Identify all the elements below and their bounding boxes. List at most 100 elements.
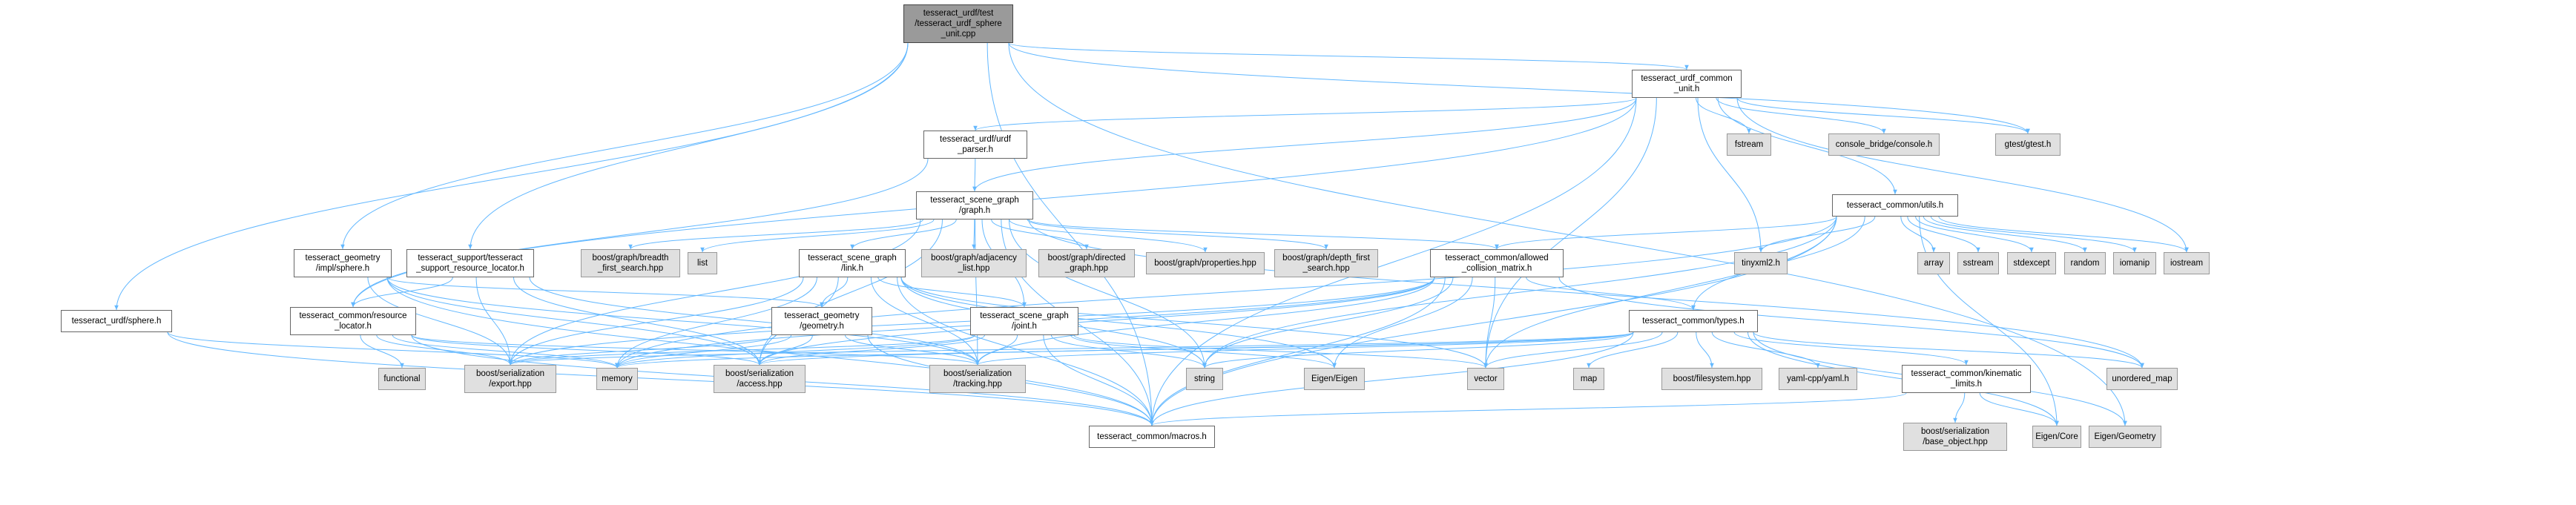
node-gtest[interactable]: gtest/gtest.h [1995,133,2061,156]
edge-link-to-export [508,277,804,366]
node-vector[interactable]: vector [1467,368,1504,390]
node-urdf-sphere[interactable]: tesseract_urdf/sphere.h [61,310,172,332]
edge-acm-to-macros [1150,277,1446,426]
edge-acm-to-eigen [1332,277,1473,369]
edge-utils-to-tinyxml [1759,216,1876,253]
node-memory[interactable]: memory [596,368,638,390]
edge-acm-to-vector [1483,277,1496,369]
edge-utils-to-iomanip [1930,216,2137,253]
edge-urdf_sphere-to-macros [167,331,1154,426]
edge-link-to-joint [877,277,1027,308]
edge-root-to-common_unit [1008,42,1689,70]
node-boost-base-object[interactable]: boost/serialization /base_object.hpp [1903,423,2007,451]
node-tinyxml2[interactable]: tinyxml2.h [1734,252,1788,274]
node-boost-properties[interactable]: boost/graph/properties.hpp [1146,252,1265,274]
node-geometry-sphere[interactable]: tesseract_geometry /impl/sphere.h [294,249,392,277]
node-unordered-map[interactable]: unordered_map [2106,368,2178,390]
edge-utils-to-acm [1495,216,1837,250]
node-eigen-core[interactable]: Eigen/Core [2032,426,2081,448]
edge-common_unit-to-gtest [1736,97,2030,134]
edge-resource_locator_support-to-common_resource_locator [351,277,453,308]
edge-types-to-tracking [975,331,1634,366]
edge-link-to-eigen [900,277,1337,369]
edge-types-to-map [1587,331,1679,369]
edge-common_resource_locator-to-tracking [411,334,980,366]
node-boost-export[interactable]: boost/serialization /export.hpp [464,365,556,393]
node-console-bridge[interactable]: console_bridge/console.h [1828,133,1940,156]
edge-kinematic_limits-to-eigen_core [1979,392,2059,426]
edge-utils-to-random [1923,216,2087,253]
edge-graph-to-acm [1028,219,1499,250]
node-boost-access[interactable]: boost/serialization /access.hpp [714,365,806,393]
node-sstream[interactable]: sstream [1957,252,1999,274]
edge-graph-to-list [700,219,935,253]
node-common-macros[interactable]: tesseract_common/macros.h [1089,426,1215,448]
node-scene-graph-link[interactable]: tesseract_scene_graph /link.h [799,249,906,277]
node-allowed-collision-matrix[interactable]: tesseract_common/allowed _collision_matr… [1430,249,1564,277]
edge-utils-to-vector [1483,216,1837,369]
node-boost-dfs[interactable]: boost/graph/depth_first _search.hpp [1274,249,1378,277]
edge-joint-to-string [1050,334,1207,369]
node-map[interactable]: map [1573,368,1604,390]
edge-kinematic_limits-to-macros [1150,392,1907,426]
edge-types-to-memory [615,331,1634,369]
edge-graph-to-link [850,219,957,250]
edge-common_unit-to-console [1716,97,1886,134]
edge-common_unit-to-tinyxml [1697,97,1763,253]
edge-types-to-vector [1483,331,1663,369]
edge-common_resource_locator-to-memory [392,334,619,369]
node-scene-graph-graph[interactable]: tesseract_scene_graph /graph.h [916,191,1033,220]
node-boost-directed-graph[interactable]: boost/graph/directed _graph.hpp [1038,249,1135,277]
node-random[interactable]: random [2064,252,2106,274]
edge-graph-to-export [508,219,921,366]
node-yaml-cpp[interactable]: yaml-cpp/yaml.h [1779,368,1857,390]
edge-types-to-export [508,331,1634,366]
node-stdexcept[interactable]: stdexcept [2007,252,2056,274]
edge-root-to-eigen_geometry [1008,42,2127,426]
node-functional[interactable]: functional [378,368,426,390]
edge-geom_sphere-to-geometry [386,277,824,308]
node-common-resource-locator[interactable]: tesseract_common/resource _locator.h [290,307,416,335]
edge-common_unit-to-iostream [1736,97,2189,253]
edge-graph-to-string [1009,219,1207,369]
edge-geometry-to-export [508,334,777,366]
node-common-unit[interactable]: tesseract_urdf_common _unit.h [1632,70,1742,98]
node-string[interactable]: string [1186,368,1223,390]
node-kinematic-limits[interactable]: tesseract_common/kinematic _limits.h [1902,365,2031,393]
node-fstream[interactable]: fstream [1727,133,1771,156]
edge-graph-to-tracking [975,219,980,366]
edge-common_resource_locator-to-access [411,334,762,366]
edge-joint-to-memory [615,334,975,369]
edge-acm-to-tracking [975,277,1435,366]
edge-joint-to-macros [1043,334,1154,426]
edge-common_resource_locator-to-functional [360,334,404,369]
node-common-types[interactable]: tesseract_common/types.h [1629,310,1758,332]
edge-joint-to-access [757,334,985,366]
node-boost-tracking[interactable]: boost/serialization /tracking.hpp [929,365,1026,393]
edge-types-to-unordered_map [1753,331,2144,369]
node-eigen-eigen[interactable]: Eigen/Eigen [1304,368,1365,390]
edge-root-to-geom_sphere [340,42,909,250]
edge-utils-to-memory [615,216,1837,369]
node-boost-bfs[interactable]: boost/graph/breadth _first_search.hpp [581,249,680,277]
edge-acm-to-types [1526,277,1696,311]
edge-graph-to-bfs [628,219,923,250]
node-array[interactable]: array [1917,252,1950,274]
node-geometry-geometry[interactable]: tesseract_geometry /geometry.h [771,307,872,335]
node-iomanip[interactable]: iomanip [2113,252,2156,274]
node-list[interactable]: list [688,252,717,274]
node-iostream[interactable]: iostream [2164,252,2210,274]
edge-geom_sphere-to-export [367,277,513,366]
edge-common_unit-to-vector [1483,97,1657,369]
node-boost-filesystem[interactable]: boost/filesystem.hpp [1661,368,1762,390]
edge-root-to-gtest [1008,42,2030,134]
edge-resource_locator_support-to-access [513,277,762,366]
node-boost-adjacency-list[interactable]: boost/graph/adjacency _list.hpp [921,249,1027,277]
node-eigen-geometry[interactable]: Eigen/Geometry [2089,426,2161,448]
node-root-test-file[interactable]: tesseract_urdf/test /tesseract_urdf_sphe… [903,4,1013,43]
node-scene-graph-joint[interactable]: tesseract_scene_graph /joint.h [970,307,1078,335]
node-urdf-parser[interactable]: tesseract_urdf/urdf _parser.h [923,131,1027,159]
node-common-utils[interactable]: tesseract_common/utils.h [1832,194,1958,217]
node-support-resource-locator[interactable]: tesseract_support/tesseract _support_res… [406,249,534,277]
